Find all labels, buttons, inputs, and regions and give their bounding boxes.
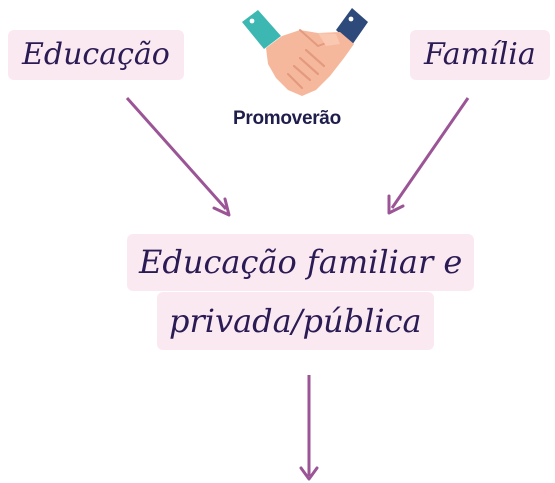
- node-familia-label: Família: [424, 37, 536, 72]
- node-center-line2-label: privada/pública: [169, 302, 422, 340]
- arrow-right-to-center: [387, 97, 470, 215]
- node-familia: Família: [410, 30, 550, 80]
- node-educacao: Educação: [8, 30, 184, 80]
- arrow-down: [299, 375, 319, 481]
- arrow-left-to-center: [125, 97, 231, 217]
- node-educacao-label: Educação: [22, 37, 170, 72]
- node-center-line2: privada/pública: [157, 292, 434, 350]
- connector-label: Promoverão: [233, 108, 341, 129]
- node-center-line1-label: Educação familiar e: [139, 243, 463, 281]
- node-center-line1: Educação familiar e: [127, 234, 475, 291]
